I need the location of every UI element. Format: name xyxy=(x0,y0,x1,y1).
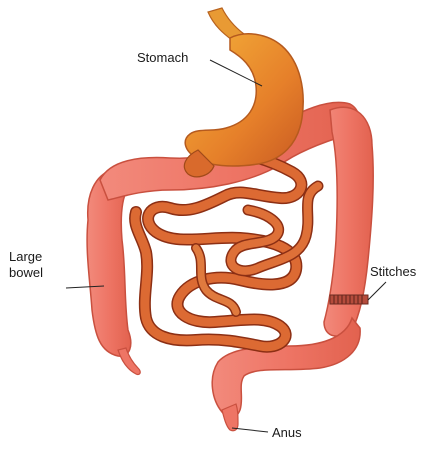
stitches-leader-line xyxy=(368,282,386,300)
stomach-organ xyxy=(185,34,303,166)
large-bowel-label: Large bowel xyxy=(9,249,69,281)
anus-leader-line xyxy=(232,428,268,432)
anus-label: Anus xyxy=(272,425,302,441)
stomach-label: Stomach xyxy=(137,50,188,66)
stitches-label: Stitches xyxy=(370,264,416,280)
stitches-mark xyxy=(330,295,368,304)
